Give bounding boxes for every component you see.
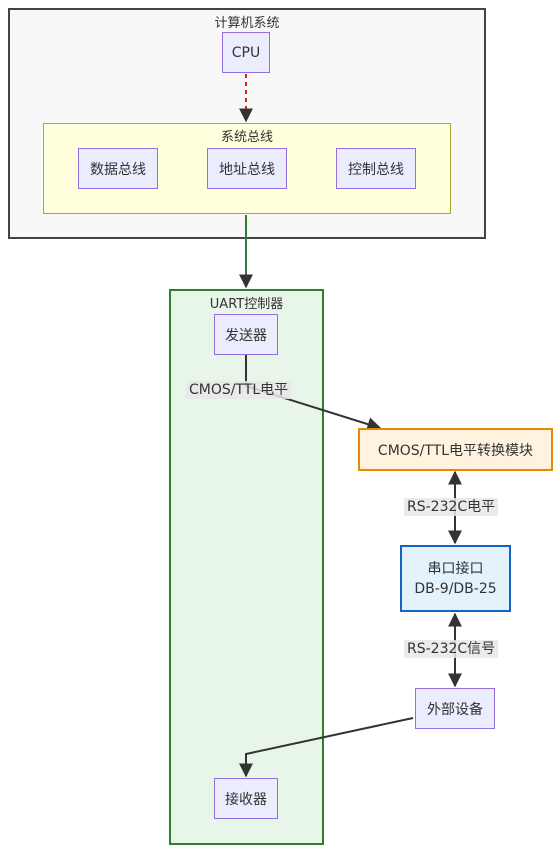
data-bus-node: 数据总线 xyxy=(78,148,158,189)
transmitter-node: 发送器 xyxy=(214,314,278,355)
control-bus-node: 控制总线 xyxy=(336,148,416,189)
cpu-node: CPU xyxy=(222,32,270,73)
level-converter-node: CMOS/TTL电平转换模块 xyxy=(358,428,553,471)
receiver-node: 接收器 xyxy=(214,778,278,819)
edge-label-cmos-ttl: CMOS/TTL电平 xyxy=(186,381,292,399)
serial-port-line2: DB-9/DB-25 xyxy=(414,580,497,597)
system-bus-title: 系统总线 xyxy=(220,130,273,145)
uart-controller-title: UART控制器 xyxy=(209,297,284,312)
edge-label-rs232-level: RS-232C电平 xyxy=(404,498,499,516)
external-device-node: 外部设备 xyxy=(415,688,495,729)
computer-system-title: 计算机系统 xyxy=(214,16,280,31)
edge-device-to-receiver xyxy=(239,717,414,778)
serial-port-node: 串口接口 DB-9/DB-25 xyxy=(400,545,511,612)
serial-port-line1: 串口接口 xyxy=(427,560,484,577)
address-bus-node: 地址总线 xyxy=(207,148,287,189)
edge-label-rs232-signal: RS-232C信号 xyxy=(404,640,499,658)
